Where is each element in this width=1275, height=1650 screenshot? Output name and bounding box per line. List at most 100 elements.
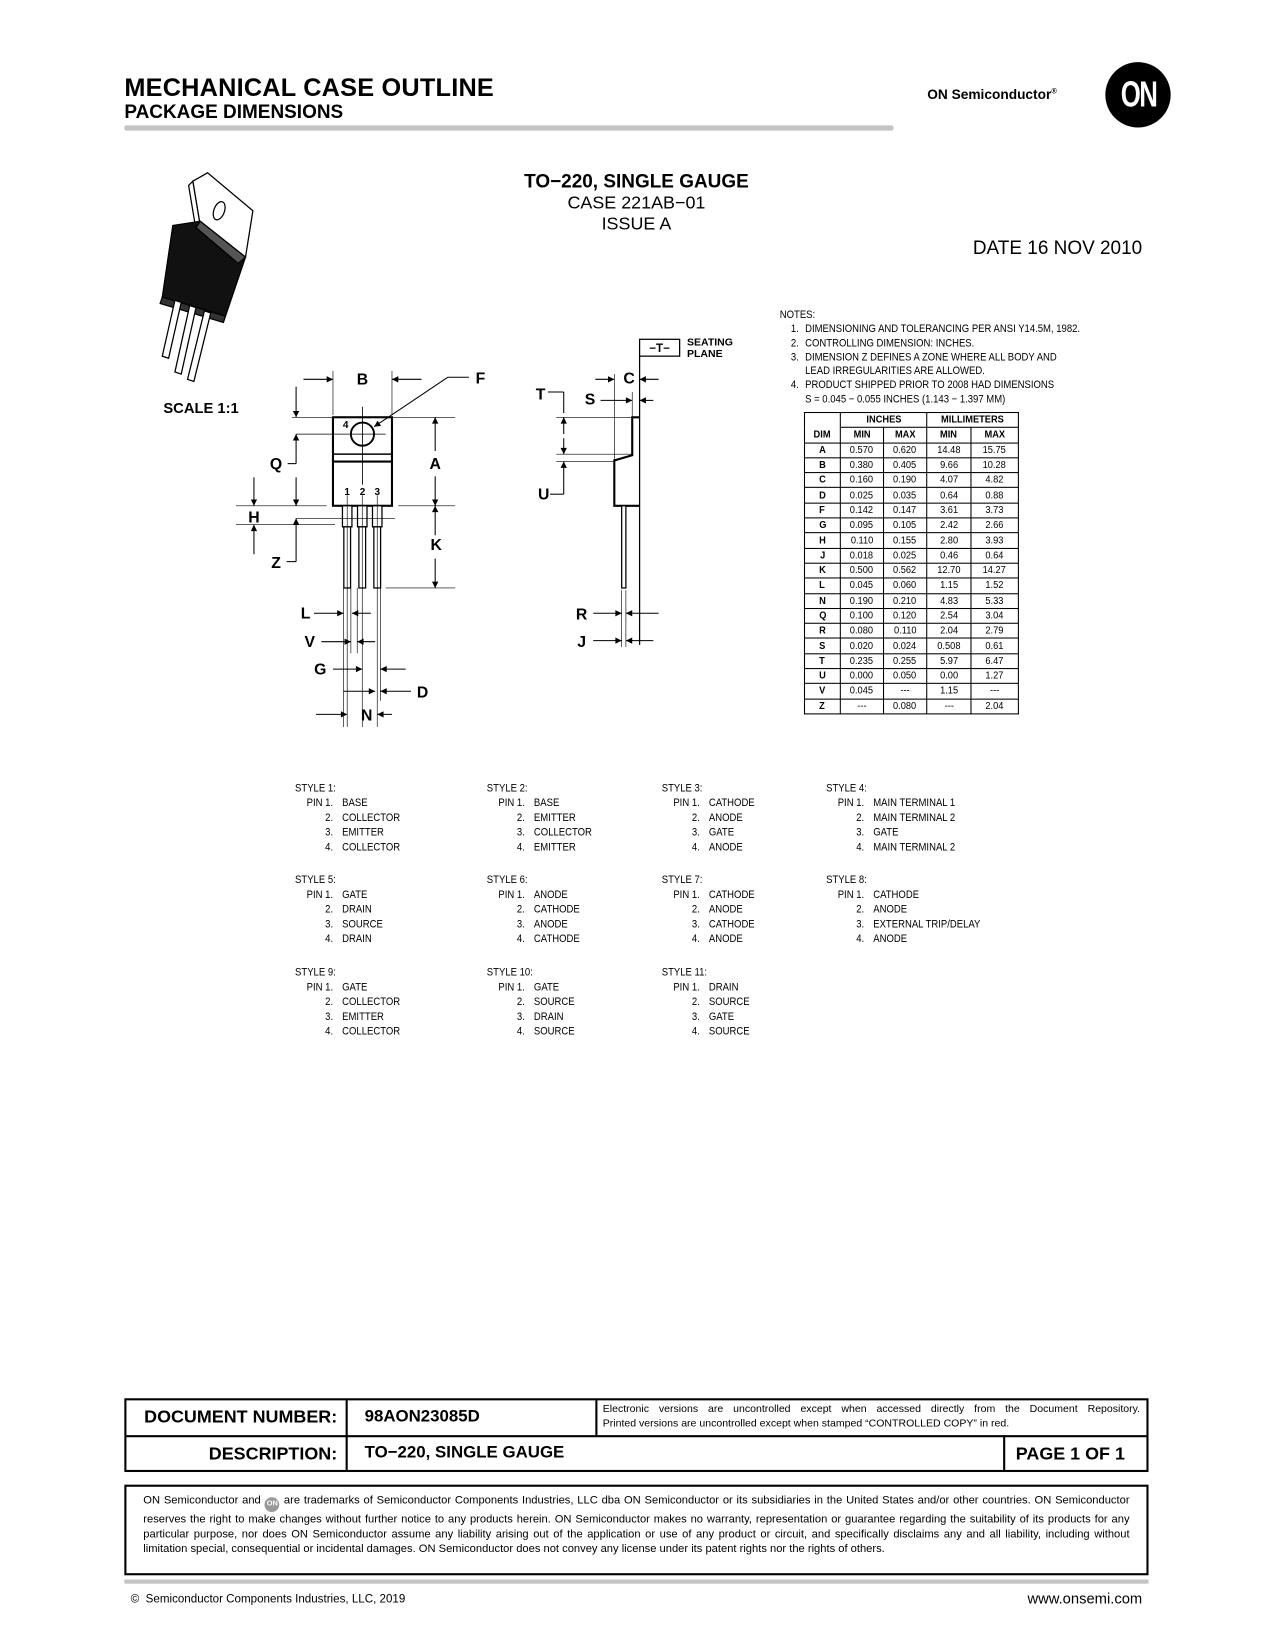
dim-value: 0.120 [883,607,928,624]
pin-function: EXTERNAL TRIP/DELAY [873,917,981,931]
pin-assignment: PIN 1.ANODE [487,887,580,902]
pin-label: PIN 1. [673,888,700,901]
pin-assignment: PIN 1.CATHODE [662,887,754,902]
dim-value: 5.33 [970,592,1019,609]
dim-letter: C [803,472,841,489]
pin-label: 2. [325,995,334,1009]
dim-value: 1.52 [970,577,1019,594]
repository-note-line-2: Printed versions are uncontrolled except… [602,1418,1010,1430]
package-3d-illustration [159,172,254,383]
pin-function: COLLECTOR [342,1025,401,1038]
pin-function: GATE [708,1010,735,1024]
dim-value: 0.190 [883,472,928,489]
dim-letter: Q [803,607,841,624]
pin-function: CATHODE [873,888,920,901]
dim-value: 10.28 [970,457,1019,474]
on-logo: ON [1105,62,1171,128]
pin-function: DRAIN [342,903,372,916]
pin-assignment: PIN 1.GATE [295,887,383,902]
notes-heading: NOTES: [779,308,816,322]
pin-label: 4. [325,1025,334,1038]
pin-assignment: 3.EXTERNAL TRIP/DELAY [826,917,980,932]
pin-label: 2. [516,995,525,1009]
dim-value: 0.045 [839,683,885,700]
dim-value: --- [926,698,972,715]
style-title: STYLE 8: [826,873,867,887]
pin-function: SOURCE [533,1025,575,1038]
pin-function: ANODE [708,840,743,854]
note-text: CONTROLLING DIMENSION: INCHES. [805,336,975,350]
dim-value: 0.110 [883,622,928,640]
dim-value: 3.04 [970,607,1019,624]
table-row: Z---0.080---2.04 [803,698,1019,715]
pin-function: SOURCE [533,995,575,1009]
dim-value: 0.080 [883,698,928,715]
dim-value: 3.61 [926,502,972,519]
side-view-labels: C T S U R J −T− SEATING PLANE [536,337,733,651]
pin-function: MAIN TERMINAL 2 [873,840,956,854]
pin-function: CATHODE [533,932,580,946]
pin-label: 4. [691,840,700,854]
pin-assignment: PIN 1.DRAIN [662,980,750,995]
style-title: STYLE 7: [661,873,703,887]
dim-value: 0.570 [839,442,885,459]
website-link[interactable]: www.onsemi.com [1027,1590,1143,1607]
dim-value: 0.160 [839,472,885,489]
dim-value: 0.105 [883,517,928,534]
pin-number-3: 3 [374,487,380,498]
legal-prefix: ON Semiconductor and [143,1494,261,1507]
pin-assignment: 3.SOURCE [295,917,383,932]
pin-assignment: 2.COLLECTOR [295,995,400,1010]
dim-value: 6.47 [970,653,1019,670]
dim-value: 3.73 [970,502,1019,519]
pin-assignment: 4.ANODE [826,931,980,946]
pin-function: COLLECTOR [533,826,592,839]
dim-label-u: U [538,486,549,503]
pin-function: CATHODE [708,917,755,931]
repository-note-line-1: Electronic versions are uncontrolled exc… [602,1403,1141,1416]
pin-label: PIN 1. [306,796,334,810]
dim-label-f: F [476,371,486,388]
dim-value: 0.64 [926,487,972,504]
pin-label: 4. [516,1025,525,1038]
pin-label: 3. [856,826,865,839]
pin-label: 3. [516,917,525,931]
pin-function: ANODE [873,932,908,946]
note-item: S = 0.045 − 0.055 INCHES (1.143 − 1.397 … [780,393,1080,407]
style-title: STYLE 6: [486,873,528,887]
pin-label: 2. [691,995,700,1009]
dim-letter: A [803,442,841,459]
dim-value: 0.147 [883,502,928,519]
pin-assignment: PIN 1.MAIN TERMINAL 1 [826,796,955,811]
style-title: STYLE 5: [295,873,336,887]
dim-letter: J [803,547,841,564]
pin-label: 2. [516,903,525,916]
dim-letter: H [803,532,841,549]
pin-label: 3. [691,1010,700,1024]
pin-function: DRAIN [342,932,372,946]
dim-value: 0.035 [883,487,928,504]
document-title: MECHANICAL CASE OUTLINE [124,73,495,103]
dim-value: 1.15 [926,683,972,700]
pin-label: 4. [325,840,334,854]
dim-value: 2.04 [970,698,1019,715]
pin-assignment: 3.GATE [826,825,955,840]
pin-label: 4. [691,932,700,946]
pin-function: COLLECTOR [342,840,401,854]
dim-value: 0.110 [839,532,885,549]
pin-label: 2. [325,811,334,824]
dim-value: 0.620 [883,442,928,459]
dim-value: 0.88 [970,487,1019,504]
dim-label-v: V [305,634,316,651]
pin-function: EMITTER [342,826,384,839]
dim-letter: D [803,487,841,504]
dim-value: 2.04 [926,622,972,640]
pin-assignment: 2.EMITTER [487,810,592,825]
